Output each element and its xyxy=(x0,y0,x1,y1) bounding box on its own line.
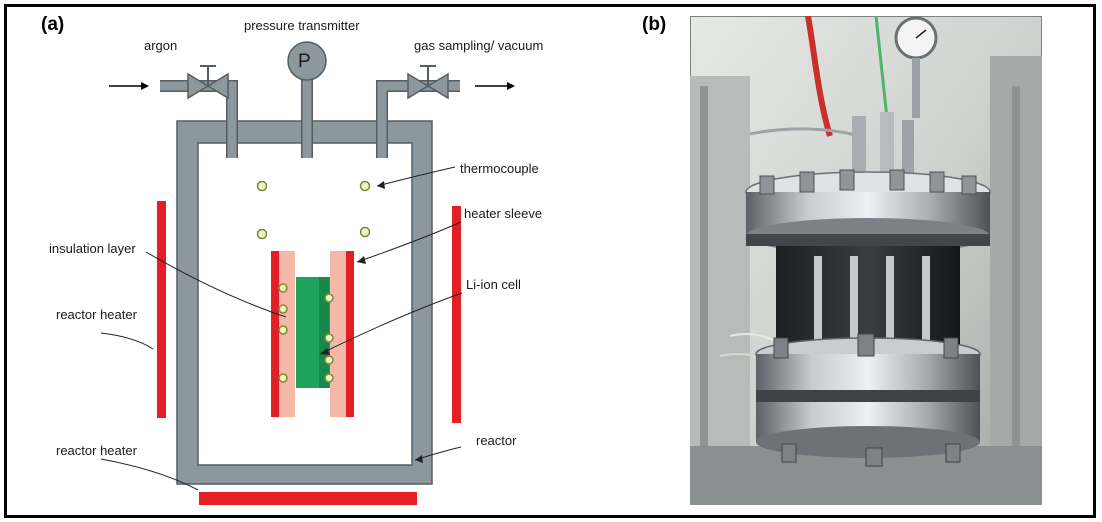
reactor-heater-right xyxy=(452,206,461,423)
thermocouples xyxy=(256,180,371,383)
pressure-symbol: P xyxy=(298,51,311,72)
label-thermocouple: thermocouple xyxy=(460,161,539,176)
label-reactor-heater-bottom: reactor heater xyxy=(56,443,137,458)
reactor-heater-left xyxy=(157,201,166,418)
leader-arrowheads xyxy=(320,181,423,463)
reactor-heater-bottom xyxy=(199,492,417,505)
panel-b-letter: (b) xyxy=(642,14,667,35)
reactor-photo xyxy=(690,16,1042,505)
reactor-vessel xyxy=(176,120,433,485)
label-argon: argon xyxy=(144,38,178,53)
panel-a-letter: (a) xyxy=(41,14,65,35)
argon-valve xyxy=(187,65,229,100)
label-reactor: reactor xyxy=(476,433,517,448)
label-li-ion-cell: Li-ion cell xyxy=(466,277,521,292)
leader-lines xyxy=(100,166,463,491)
pressure-transmitter-gauge xyxy=(287,41,327,81)
heater-sleeve xyxy=(271,251,354,417)
label-insulation-layer: insulation layer xyxy=(49,241,136,256)
gas-sampling-valve xyxy=(407,65,449,100)
label-heater-sleeve: heater sleeve xyxy=(464,206,543,221)
outflow-arrow xyxy=(475,82,515,90)
label-pressure-transmitter: pressure transmitter xyxy=(244,18,360,33)
label-reactor-heater-side: reactor heater xyxy=(56,307,137,322)
label-gas-sampling: gas sampling/ vacuum xyxy=(414,38,544,53)
inflow-arrow xyxy=(109,82,149,90)
